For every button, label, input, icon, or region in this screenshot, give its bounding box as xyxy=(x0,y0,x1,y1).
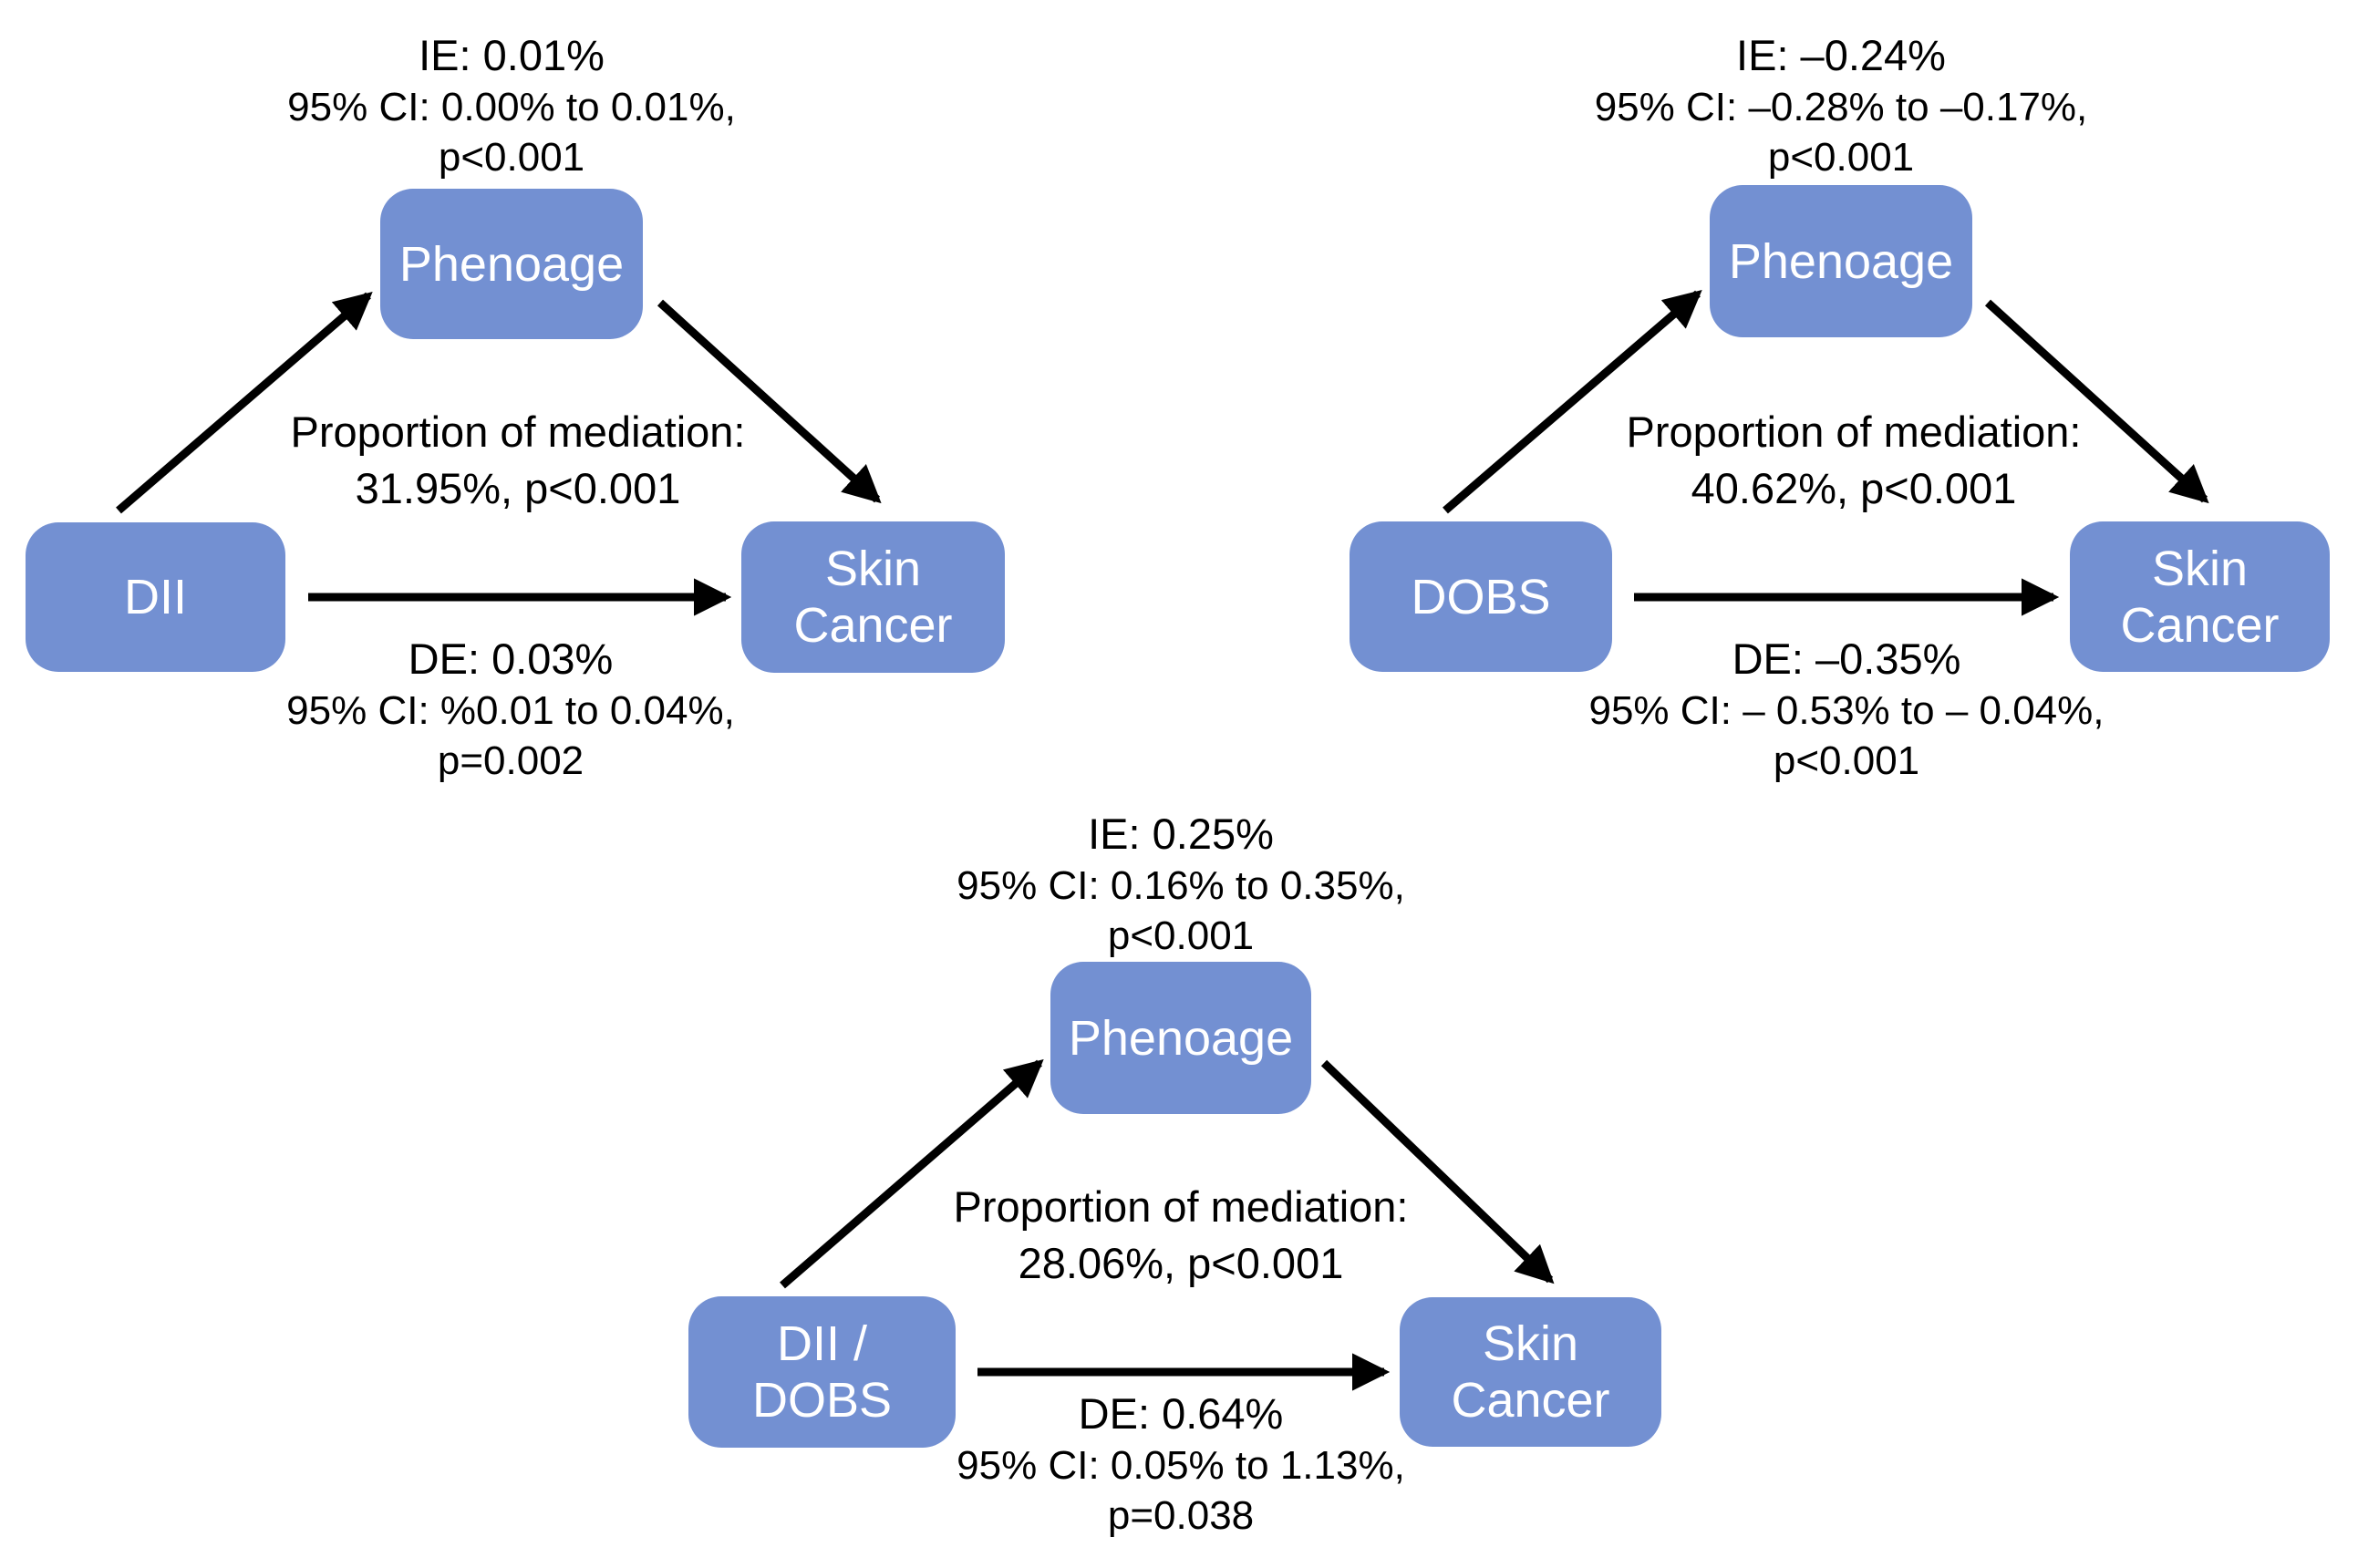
de-pvalue: p=0.038 xyxy=(1107,1493,1255,1538)
indirect-effect-label: IE: 0.01% 95% CI: 0.00% to 0.01%, p<0.00… xyxy=(192,29,831,182)
exposure-box-dobs: DOBS xyxy=(1350,521,1612,672)
proportion-value: 40.62%, p<0.001 xyxy=(1691,464,2017,512)
ie-value: IE: –0.24% xyxy=(1736,31,1946,79)
proportion-title: Proportion of mediation: xyxy=(1626,407,2082,456)
mediator-box-phenoage: Phenoage xyxy=(380,189,643,339)
mediator-box-phenoage: Phenoage xyxy=(1710,185,1972,337)
exposure-label: DOBS xyxy=(1411,569,1551,624)
de-ci: 95% CI: 0.05% to 1.13%, xyxy=(957,1443,1405,1488)
exposure-label-line2: DOBS xyxy=(751,1373,893,1428)
exposure-box-dii-dobs: DII / DOBS xyxy=(688,1296,956,1448)
mediator-label: Phenoage xyxy=(1068,1010,1294,1066)
exposure-label-line1: DII / xyxy=(776,1316,867,1371)
ie-pvalue: p<0.001 xyxy=(1767,135,1915,180)
ie-ci: 95% CI: 0.16% to 0.35%, xyxy=(957,863,1405,908)
proportion-value: 31.95%, p<0.001 xyxy=(355,464,681,512)
de-value: DE: 0.03% xyxy=(408,634,614,683)
de-value: DE: –0.35% xyxy=(1732,634,1961,683)
direct-effect-label: DE: 0.64% 95% CI: 0.05% to 1.13%, p=0.03… xyxy=(862,1387,1500,1541)
outcome-box-skin-cancer: Skin Cancer xyxy=(741,521,1005,673)
de-pvalue: p=0.002 xyxy=(437,738,584,783)
exposure-box-dii: DII xyxy=(26,522,285,672)
ie-value: IE: 0.25% xyxy=(1088,810,1274,858)
de-ci: 95% CI: %0.01 to 0.04%, xyxy=(286,688,735,733)
de-pvalue: p<0.001 xyxy=(1773,738,1920,783)
proportion-of-mediation-label: Proportion of mediation: 31.95%, p<0.001 xyxy=(199,404,837,517)
outcome-label-line2: Cancer xyxy=(2120,597,2280,653)
exposure-label: DII xyxy=(123,570,187,624)
direct-effect-label: DE: –0.35% 95% CI: – 0.53% to – 0.04%, p… xyxy=(1527,633,2166,786)
proportion-of-mediation-label: Proportion of mediation: 28.06%, p<0.001 xyxy=(862,1179,1500,1292)
proportion-title: Proportion of mediation: xyxy=(953,1182,1409,1231)
indirect-effect-label: IE: 0.25% 95% CI: 0.16% to 0.35%, p<0.00… xyxy=(862,808,1500,961)
outcome-label-line1: Skin xyxy=(824,542,922,596)
ie-ci: 95% CI: –0.28% to –0.17%, xyxy=(1594,85,2088,129)
outcome-label-line2: Cancer xyxy=(793,598,953,653)
ie-pvalue: p<0.001 xyxy=(438,135,585,180)
de-value: DE: 0.64% xyxy=(1078,1389,1284,1438)
direct-effect-label: DE: 0.03% 95% CI: %0.01 to 0.04%, p=0.00… xyxy=(191,633,830,786)
mediator-label: Phenoage xyxy=(398,236,625,292)
mediator-label: Phenoage xyxy=(1728,233,1954,289)
indirect-effect-label: IE: –0.24% 95% CI: –0.28% to –0.17%, p<0… xyxy=(1522,29,2160,182)
proportion-value: 28.06%, p<0.001 xyxy=(1018,1239,1344,1287)
proportion-of-mediation-label: Proportion of mediation: 40.62%, p<0.001 xyxy=(1535,404,2173,517)
outcome-label-line1: Skin xyxy=(2151,541,2249,596)
outcome-box-skin-cancer: Skin Cancer xyxy=(1400,1297,1661,1447)
outcome-label-line1: Skin xyxy=(1482,1316,1579,1371)
ie-pvalue: p<0.001 xyxy=(1107,913,1255,958)
outcome-label-line2: Cancer xyxy=(1451,1373,1610,1428)
ie-ci: 95% CI: 0.00% to 0.01%, xyxy=(287,85,736,129)
outcome-box-skin-cancer: Skin Cancer xyxy=(2070,521,2330,672)
proportion-title: Proportion of mediation: xyxy=(290,407,746,456)
de-ci: 95% CI: – 0.53% to – 0.04%, xyxy=(1588,688,2105,733)
mediator-box-phenoage: Phenoage xyxy=(1050,962,1311,1114)
ie-value: IE: 0.01% xyxy=(419,31,605,79)
